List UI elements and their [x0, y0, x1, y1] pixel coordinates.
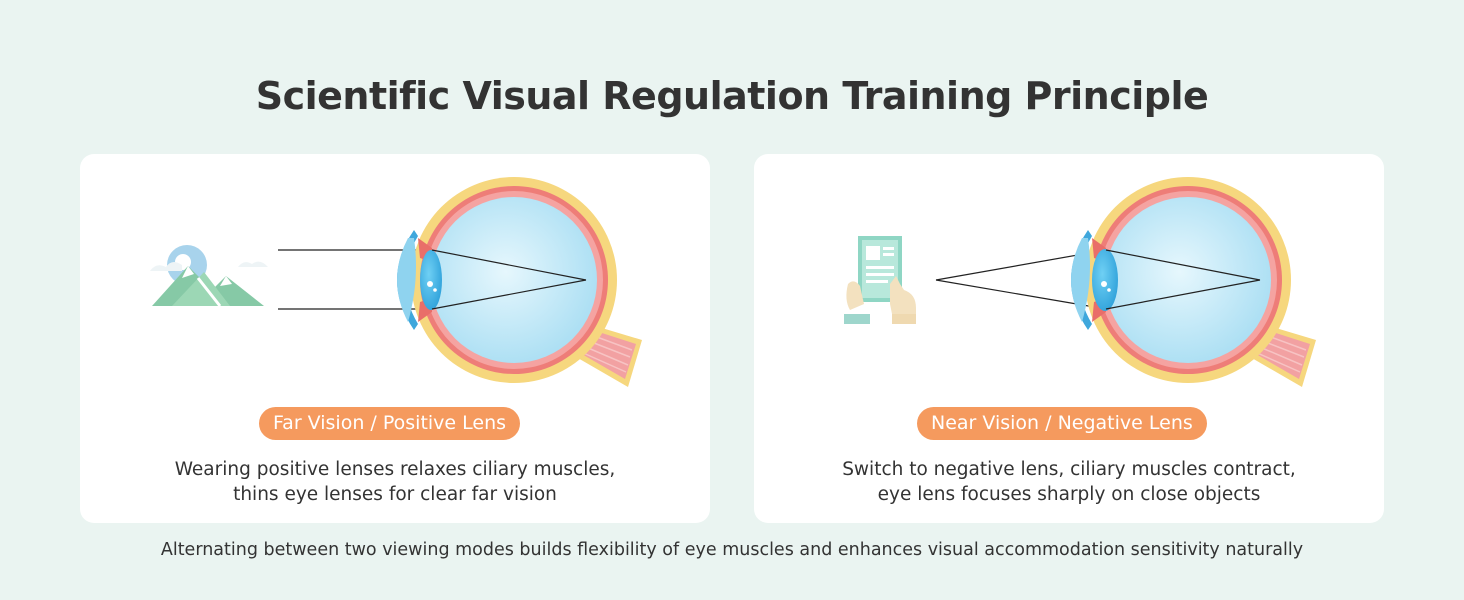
converging-light-rays: [431, 249, 587, 310]
converging-light-rays: [1105, 249, 1261, 310]
near-vision-label: Near Vision / Negative Lens: [917, 407, 1207, 440]
near-vision-diagram: [844, 177, 1316, 387]
near-vision-description-line-2: eye lens focuses sharply on close object…: [877, 484, 1261, 505]
far-vision-description-line-2: thins eye lenses for clear far vision: [233, 484, 557, 505]
far-vision-diagram: [150, 177, 642, 387]
near-vision-description-line-1: Switch to negative lens, ciliary muscles…: [842, 459, 1296, 480]
footer-note: Alternating between two viewing modes bu…: [160, 540, 1304, 560]
eye-anatomy-icon: [1071, 177, 1316, 387]
far-vision-description-line-1: Wearing positive lenses relaxes ciliary …: [174, 459, 616, 480]
near-vision-description: Switch to negative lens, ciliary muscles…: [754, 457, 1384, 507]
mountain-landscape-icon: [150, 245, 268, 307]
near-vision-panel: Near Vision / Negative Lens Switch to ne…: [754, 154, 1384, 523]
far-vision-panel: Far Vision / Positive Lens Wearing posit…: [80, 154, 710, 523]
far-vision-label: Far Vision / Positive Lens: [259, 407, 521, 440]
page-title: Scientific Visual Regulation Training Pr…: [255, 74, 1209, 118]
hand-holding-document-icon: [844, 236, 916, 324]
far-vision-description: Wearing positive lenses relaxes ciliary …: [80, 457, 710, 507]
eye-anatomy-icon: [397, 177, 642, 387]
